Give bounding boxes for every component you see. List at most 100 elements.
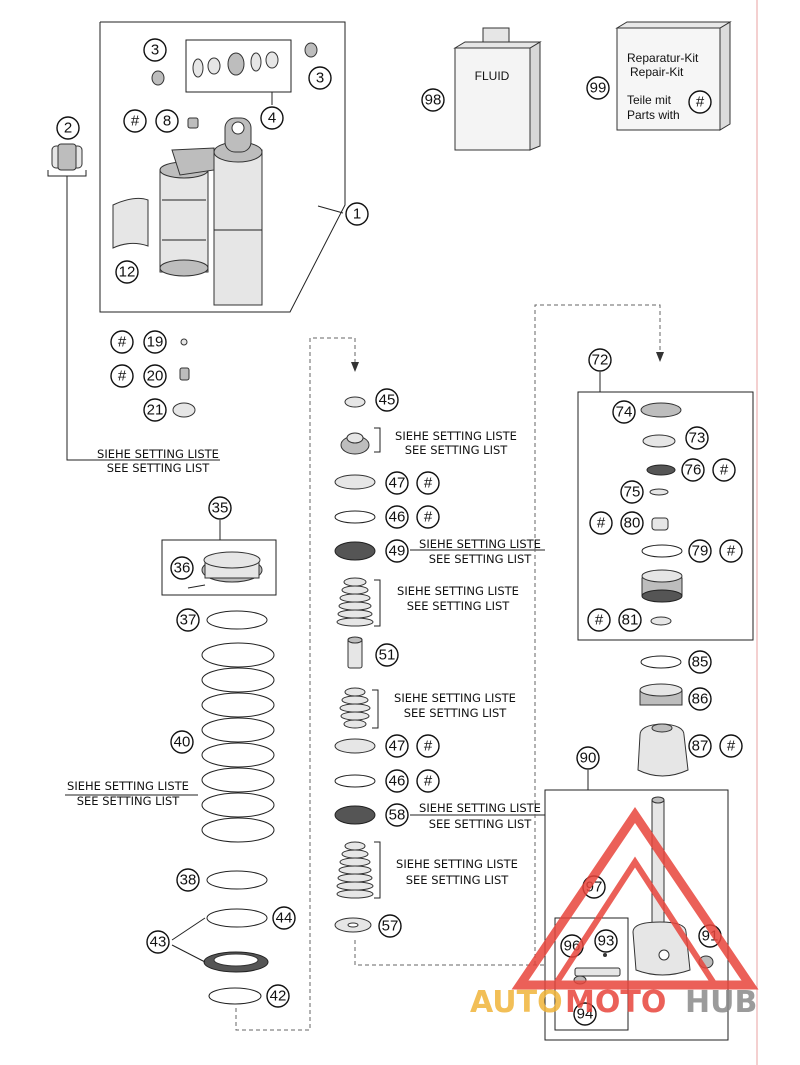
svg-text:80: 80 — [624, 515, 641, 532]
callout-20: 20 — [143, 364, 167, 388]
watermark: AUTO MOTO HUB — [470, 806, 759, 1020]
svg-text:#: # — [424, 773, 433, 790]
svg-text:#: # — [727, 543, 736, 560]
svg-text:12: 12 — [119, 264, 136, 281]
callout-46b: 46 — [385, 769, 409, 793]
svg-text:57: 57 — [382, 918, 399, 935]
damper-rod-group — [544, 770, 729, 1041]
setting-en-4: SEE SETTING LIST — [407, 599, 511, 613]
callout-hash-46a: # — [416, 505, 440, 529]
svg-text:#: # — [720, 462, 729, 479]
svg-text:76: 76 — [685, 462, 702, 479]
svg-text:45: 45 — [379, 392, 396, 409]
callout-42: 42 — [266, 984, 290, 1008]
svg-text:98: 98 — [425, 92, 442, 109]
callout-74: 74 — [612, 400, 636, 424]
svg-text:46: 46 — [389, 509, 406, 526]
setting-en-2: SEE SETTING LIST — [405, 443, 509, 457]
svg-text:3: 3 — [151, 42, 159, 59]
callout-58: 58 — [385, 803, 409, 827]
setting-de-5: SIEHE SETTING LISTE — [394, 691, 516, 705]
svg-text:44: 44 — [276, 910, 293, 927]
svg-text:46: 46 — [389, 773, 406, 790]
callout-94: 94 — [573, 1002, 597, 1026]
svg-text:86: 86 — [692, 691, 709, 708]
callout-hash-47b: # — [416, 734, 440, 758]
svg-text:79: 79 — [692, 543, 709, 560]
svg-text:37: 37 — [180, 612, 197, 629]
callout-hash-81: # — [587, 608, 611, 632]
callout-49: 49 — [385, 539, 409, 563]
callout-44: 44 — [272, 906, 296, 930]
setting-de-7: SIEHE SETTING LISTE — [419, 801, 541, 815]
setting-en-1: SEE SETTING LIST — [107, 461, 211, 475]
callout-87: 87 — [688, 734, 712, 758]
callout-73: 73 — [685, 426, 709, 450]
repair-kit-line2: Repair-Kit — [630, 65, 684, 79]
svg-text:38: 38 — [180, 872, 197, 889]
svg-text:47: 47 — [389, 475, 406, 492]
shim-stack-group — [334, 396, 545, 966]
svg-text:47: 47 — [389, 738, 406, 755]
svg-text:90: 90 — [580, 750, 597, 767]
callout-40: 40 — [170, 730, 194, 754]
setting-de-3: SIEHE SETTING LISTE — [419, 537, 541, 551]
callout-93: 93 — [594, 929, 618, 953]
svg-text:99: 99 — [590, 80, 607, 97]
callout-1: 1 — [345, 202, 369, 226]
setting-en-7: SEE SETTING LIST — [429, 817, 533, 831]
callout-85: 85 — [688, 650, 712, 674]
callout-hash-46b: # — [416, 769, 440, 793]
callout-hash-20: # — [110, 364, 134, 388]
repair-kit-hash: # — [696, 94, 705, 111]
callout-86: 86 — [688, 687, 712, 711]
svg-text:#: # — [727, 738, 736, 755]
svg-text:40: 40 — [174, 734, 191, 751]
setting-en-5: SEE SETTING LIST — [404, 706, 508, 720]
repair-kit-line3: Teile mit — [627, 93, 672, 107]
callout-hash-87: # — [719, 734, 743, 758]
svg-text:21: 21 — [147, 402, 164, 419]
shock-body-group — [99, 21, 346, 313]
callout-hash-19: # — [110, 330, 134, 354]
callout-80: 80 — [620, 511, 644, 535]
svg-text:#: # — [597, 515, 606, 532]
setting-en-8: SEE SETTING LIST — [406, 873, 510, 887]
setting-en-3: SEE SETTING LIST — [429, 552, 533, 566]
svg-text:42: 42 — [270, 988, 287, 1005]
svg-text:#: # — [424, 738, 433, 755]
callout-43: 43 — [146, 930, 170, 954]
callout-12: 12 — [115, 260, 139, 284]
callout-hash-47a: # — [416, 471, 440, 495]
svg-text:74: 74 — [616, 404, 633, 421]
callout-hash-80: # — [589, 511, 613, 535]
svg-text:#: # — [118, 334, 127, 351]
svg-text:19: 19 — [147, 334, 164, 351]
svg-text:8: 8 — [163, 113, 171, 130]
svg-text:49: 49 — [389, 543, 406, 560]
callout-8: 8 — [155, 109, 179, 133]
svg-text:1: 1 — [353, 206, 361, 223]
svg-text:#: # — [131, 113, 140, 130]
svg-text:#: # — [424, 475, 433, 492]
setting-en-6: SEE SETTING LIST — [77, 794, 181, 808]
svg-text:85: 85 — [692, 654, 709, 671]
setting-de-8: SIEHE SETTING LISTE — [396, 857, 518, 871]
svg-text:#: # — [424, 509, 433, 526]
callout-51: 51 — [375, 643, 399, 667]
spring-group — [65, 337, 359, 1031]
svg-text:20: 20 — [147, 368, 164, 385]
setting-de-1: SIEHE SETTING LISTE — [97, 447, 219, 461]
callout-hash-76: # — [712, 458, 736, 482]
callout-47b: 47 — [385, 734, 409, 758]
callout-37: 37 — [176, 608, 200, 632]
watermark-moto: MOTO — [565, 985, 666, 1020]
repair-kit-line4: Parts with — [627, 108, 680, 122]
setting-list-labels: SIEHE SETTING LISTE SEE SETTING LIST SIE… — [67, 429, 541, 887]
callout-38: 38 — [176, 868, 200, 892]
svg-text:2: 2 — [64, 120, 72, 137]
callout-19: 19 — [143, 330, 167, 354]
svg-text:93: 93 — [598, 933, 615, 950]
adjuster-part — [47, 143, 220, 461]
